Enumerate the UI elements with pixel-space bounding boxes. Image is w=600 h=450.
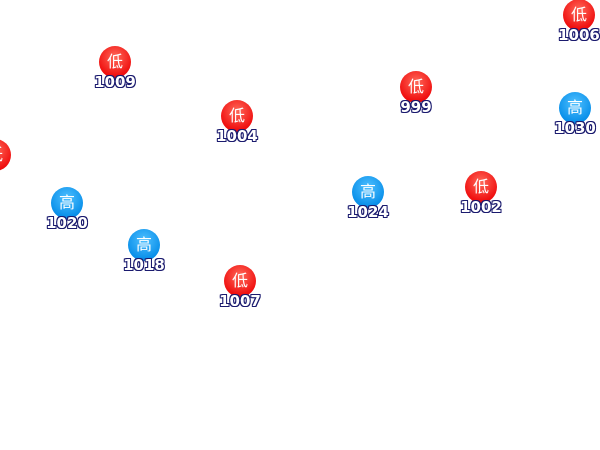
pressure-value-label: 3: [0, 168, 25, 183]
pressure-value-label: 1030: [554, 119, 596, 137]
high-pressure-icon: 高: [51, 187, 83, 219]
pressure-value-label: 1004: [216, 127, 258, 145]
pressure-value-label: 1024: [347, 203, 389, 221]
pressure-value-label: 1006: [558, 26, 600, 44]
pressure-value-label: 1018: [123, 256, 165, 274]
pressure-value-label: 999: [400, 98, 432, 116]
pressure-marker-low[interactable]: 低3: [0, 139, 25, 191]
low-pressure-icon: 低: [221, 100, 253, 132]
low-pressure-icon: 低: [99, 46, 131, 78]
high-pressure-icon: 高: [352, 176, 384, 208]
pressure-value-label: 1002: [460, 198, 502, 216]
low-pressure-icon: 低: [400, 71, 432, 103]
low-pressure-icon: 低: [465, 171, 497, 203]
low-pressure-icon: 低: [563, 0, 595, 31]
high-pressure-icon: 高: [128, 229, 160, 261]
high-pressure-icon: 高: [559, 92, 591, 124]
pressure-value-label: 1007: [219, 292, 261, 310]
low-pressure-icon: 低: [224, 265, 256, 297]
low-pressure-icon: 低: [0, 139, 11, 171]
pressure-value-label: 1020: [46, 214, 88, 232]
pressure-value-label: 1009: [94, 73, 136, 91]
